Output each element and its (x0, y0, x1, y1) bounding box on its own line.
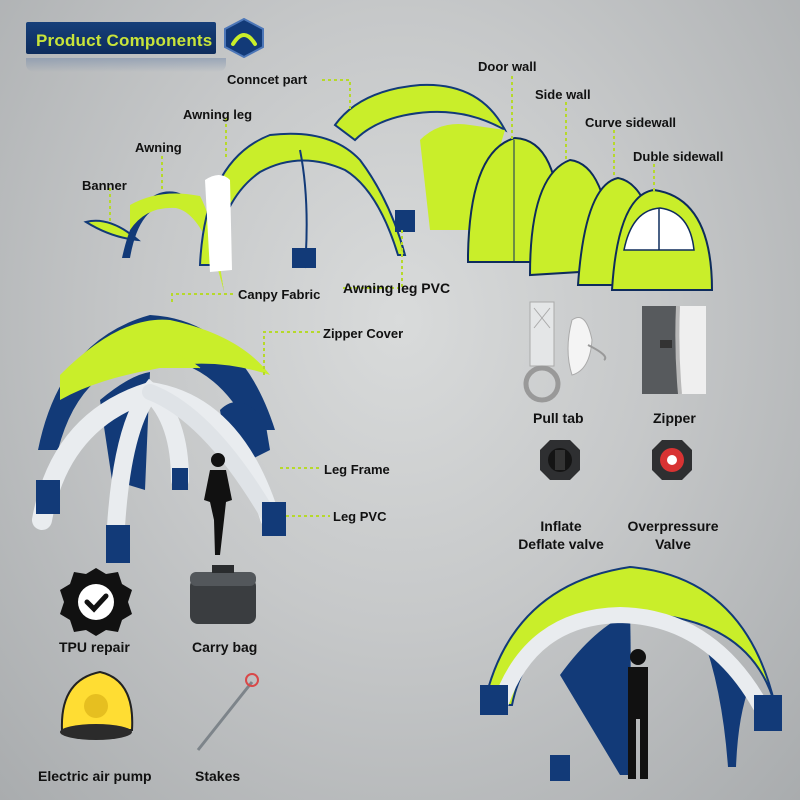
label-inflate-valve-line2: Deflate valve (518, 536, 604, 552)
leader-lines-tent (171, 293, 330, 517)
bottom-right-tent (480, 565, 782, 781)
stake-image (196, 673, 259, 751)
label-banner: Banner (82, 178, 127, 193)
awning-leg-piece (198, 132, 415, 272)
label-tpu-repair: TPU repair (59, 639, 130, 655)
accessory-images-left (60, 565, 259, 751)
man-silhouette (628, 649, 648, 779)
inflate-valve-image (540, 440, 580, 480)
carry-bag-image (190, 565, 256, 624)
label-pull-tab: Pull tab (533, 410, 584, 426)
label-curve-sidewall: Curve sidewall (585, 115, 677, 130)
header-shadow (26, 58, 226, 72)
label-zipper: Zipper (653, 410, 696, 426)
tent-leg-frame (32, 378, 286, 563)
label-carry-bag: Carry bag (192, 639, 258, 655)
label-electric-pump: Electric air pump (38, 768, 152, 784)
label-canopy-fabric: Canpy Fabric (238, 287, 321, 302)
label-overpressure-line1: Overpressure (627, 518, 719, 534)
header-bar: Product Components (26, 22, 216, 54)
page-title: Product Components (36, 31, 213, 50)
label-leg-pvc: Leg PVC (333, 509, 387, 524)
woman-silhouette (204, 453, 232, 555)
header: Product Components (26, 18, 264, 72)
banner-piece (83, 219, 141, 242)
overpressure-valve-image (652, 440, 692, 480)
label-stakes: Stakes (195, 768, 241, 784)
label-connect-part: Conncet part (227, 72, 308, 87)
double-sidewall-piece (610, 188, 714, 291)
connect-part-piece (333, 83, 508, 230)
label-side-wall: Side wall (535, 87, 591, 102)
label-awning-leg: Awning leg (183, 107, 253, 122)
label-door-wall: Door wall (478, 59, 537, 74)
label-zipper-cover: Zipper Cover (323, 326, 404, 341)
accessory-images-right (523, 301, 706, 480)
leader-lines-top (109, 76, 655, 289)
pull-tab-image (523, 301, 607, 403)
exploded-tent-diagram (83, 76, 714, 292)
label-awning: Awning (135, 140, 182, 155)
tpu-repair-icon (60, 568, 132, 636)
label-inflate-valve-line1: Inflate (540, 518, 582, 534)
zipper-image (642, 305, 706, 395)
tent-frame-diagram (32, 293, 330, 563)
electric-pump-image (60, 670, 134, 740)
awning-piece (122, 191, 224, 292)
label-leg-frame: Leg Frame (324, 462, 390, 477)
label-awning-leg-pvc: Awning leg PVC (343, 280, 451, 296)
brand-logo-icon (224, 18, 264, 58)
label-overpressure-line2: Valve (655, 536, 691, 552)
label-double-sidewall: Duble sidewall (633, 149, 724, 164)
